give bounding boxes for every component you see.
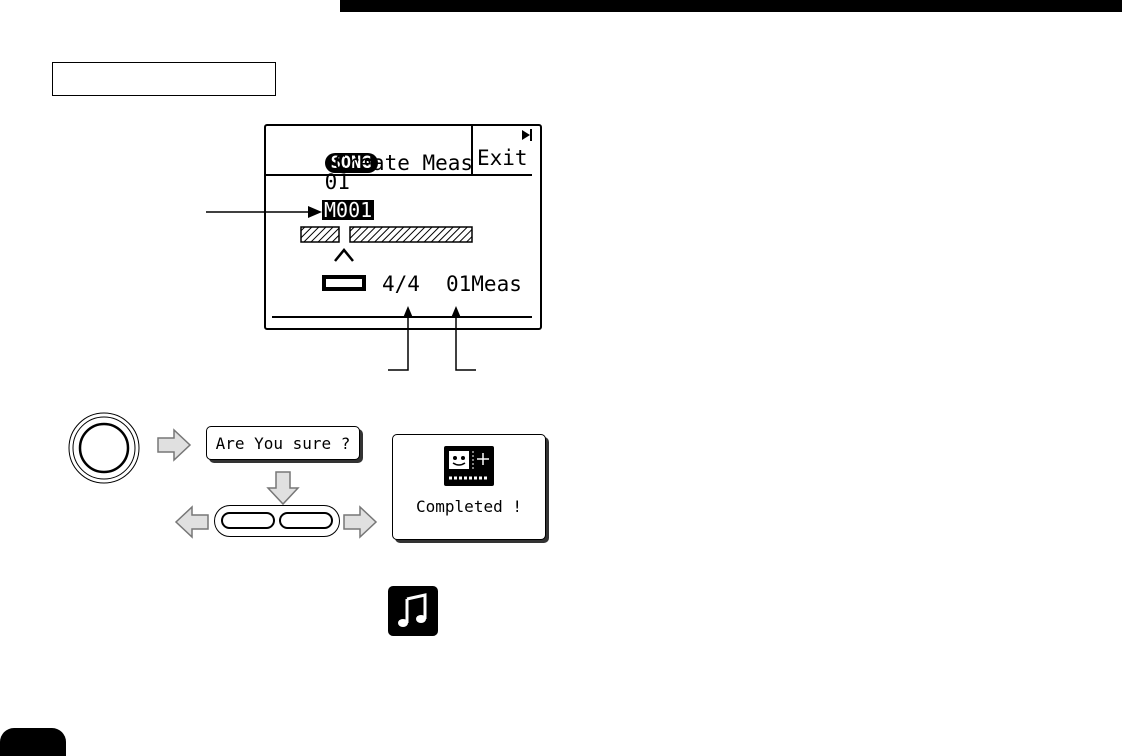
lcd-bottom-line xyxy=(272,316,532,318)
insert-caret-icon xyxy=(334,248,354,262)
yes-no-button-group xyxy=(214,505,340,537)
lcd-header: SONG 01 xyxy=(274,130,378,214)
completed-text: Completed ! xyxy=(416,497,522,516)
completed-display-icon xyxy=(444,446,494,486)
arrow-right-icon xyxy=(157,428,192,462)
enter-dial-button[interactable] xyxy=(66,410,142,486)
measure-bar-after xyxy=(349,226,473,243)
header-underline xyxy=(266,174,532,176)
arrow-right-icon xyxy=(343,505,378,539)
confirm-dialog: Are You sure ? xyxy=(206,426,360,460)
arrow-left-icon xyxy=(174,505,209,539)
time-signature: 4/4 xyxy=(382,272,420,296)
music-note-icon xyxy=(388,586,438,636)
section-label-box xyxy=(52,62,276,96)
yes-button[interactable] xyxy=(279,512,333,529)
no-button[interactable] xyxy=(221,512,275,529)
marker-callout-arrow xyxy=(206,206,322,218)
cursor-box xyxy=(322,275,366,291)
confirm-text: Are You sure ? xyxy=(215,434,351,453)
play-icon xyxy=(522,129,532,141)
header-bar xyxy=(340,0,1122,12)
measure-count: 01Meas xyxy=(446,272,522,296)
exit-button[interactable]: Exit xyxy=(477,146,528,170)
function-name: Create Meas xyxy=(334,151,474,175)
arrow-down-icon xyxy=(266,471,300,506)
page-number-tab xyxy=(0,728,66,756)
measure-marker: M001 xyxy=(322,198,375,222)
header-divider xyxy=(471,126,473,176)
song-number: 01 xyxy=(324,170,350,194)
song-mode-badge: SONG xyxy=(324,153,378,173)
lcd-display: SONG 01 Create Meas Exit M001 4/4 01Meas xyxy=(264,124,542,330)
measure-bar-before xyxy=(300,226,340,243)
value-callout-arrows xyxy=(388,306,476,371)
measure-bar-strip xyxy=(300,226,473,243)
completed-dialog: Completed ! xyxy=(392,434,546,540)
